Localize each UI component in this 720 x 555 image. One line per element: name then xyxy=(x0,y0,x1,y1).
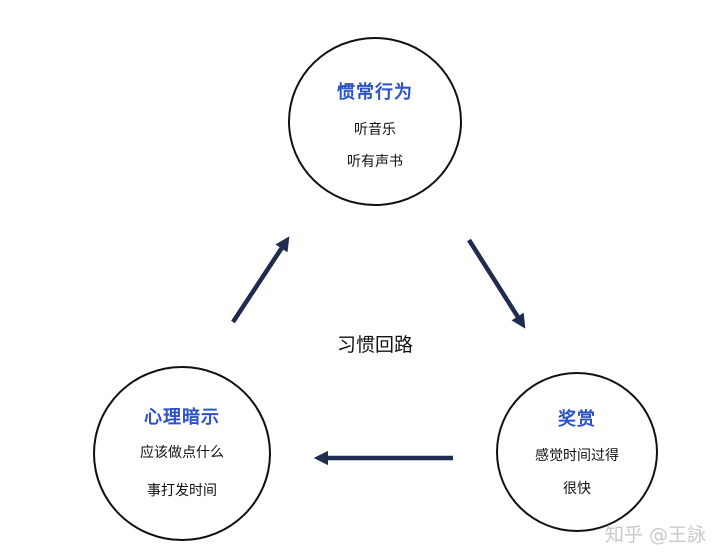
habit-item-2: 听有声书 xyxy=(347,154,403,170)
reward-item-2: 很快 xyxy=(563,481,591,497)
reward-item-1: 感觉时间过得 xyxy=(535,448,619,464)
arrow-cue-to-habit xyxy=(231,236,290,324)
habit-node: 惯常行为 听音乐 听有声书 xyxy=(288,37,462,206)
cue-node: 心理暗示 应该做点什么 事打发时间 xyxy=(93,366,271,541)
reward-node: 奖赏 感觉时间过得 很快 xyxy=(496,372,658,532)
watermark: 知乎 @王詠 xyxy=(604,524,706,546)
habit-loop-label: 习惯回路 xyxy=(336,334,413,356)
cue-item-2: 事打发时间 xyxy=(147,483,217,499)
reward-title: 奖赏 xyxy=(558,409,596,430)
cue-title: 心理暗示 xyxy=(144,407,220,428)
habit-title: 惯常行为 xyxy=(337,82,413,103)
cue-item-1: 应该做点什么 xyxy=(140,445,224,461)
habit-item-1: 听音乐 xyxy=(354,122,396,138)
arrow-habit-to-reward xyxy=(467,238,526,329)
